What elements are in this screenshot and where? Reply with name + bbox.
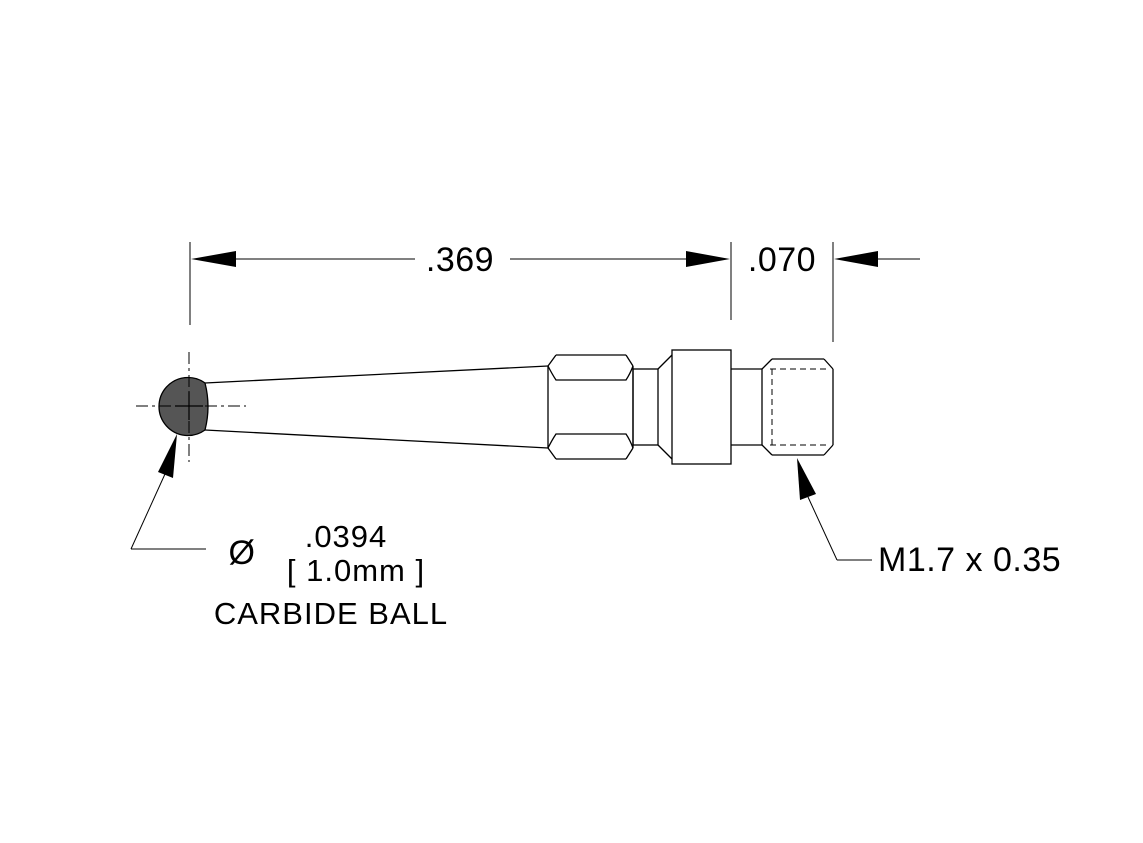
ball-callout: Ø .0394 [ 1.0mm ] CARBIDE BALL (130, 434, 448, 631)
diameter-symbol: Ø (229, 534, 256, 572)
thread-section (761, 358, 834, 456)
hex-section (547, 354, 634, 460)
arrowhead-right (686, 251, 730, 267)
dimension-length: .369 (189, 241, 732, 325)
ball-leader-line (130, 473, 166, 550)
arrowhead-left (191, 251, 236, 267)
dimension-length-label: .369 (426, 241, 494, 279)
dimension-thread-length: .070 (748, 241, 920, 342)
collar-section (671, 349, 732, 465)
thread-leader-line (807, 496, 838, 561)
ball-leader-arrowhead (158, 434, 177, 478)
stem-top-edge (204, 365, 549, 384)
stylus-part (136, 349, 834, 465)
ball-diameter-mm: [ 1.0mm ] (287, 553, 425, 588)
ball-material: CARBIDE BALL (214, 596, 448, 631)
thread-callout: M1.7 x 0.35 (797, 458, 1061, 579)
thread-leader-arrowhead (797, 458, 816, 500)
dimension-thread-length-label: .070 (748, 241, 816, 279)
stem-bottom-edge (204, 429, 549, 449)
arrowhead-thread (834, 251, 878, 267)
ball-diameter-inch: .0394 (305, 519, 388, 554)
neck-section (632, 368, 659, 446)
thread-spec: M1.7 x 0.35 (878, 541, 1061, 579)
